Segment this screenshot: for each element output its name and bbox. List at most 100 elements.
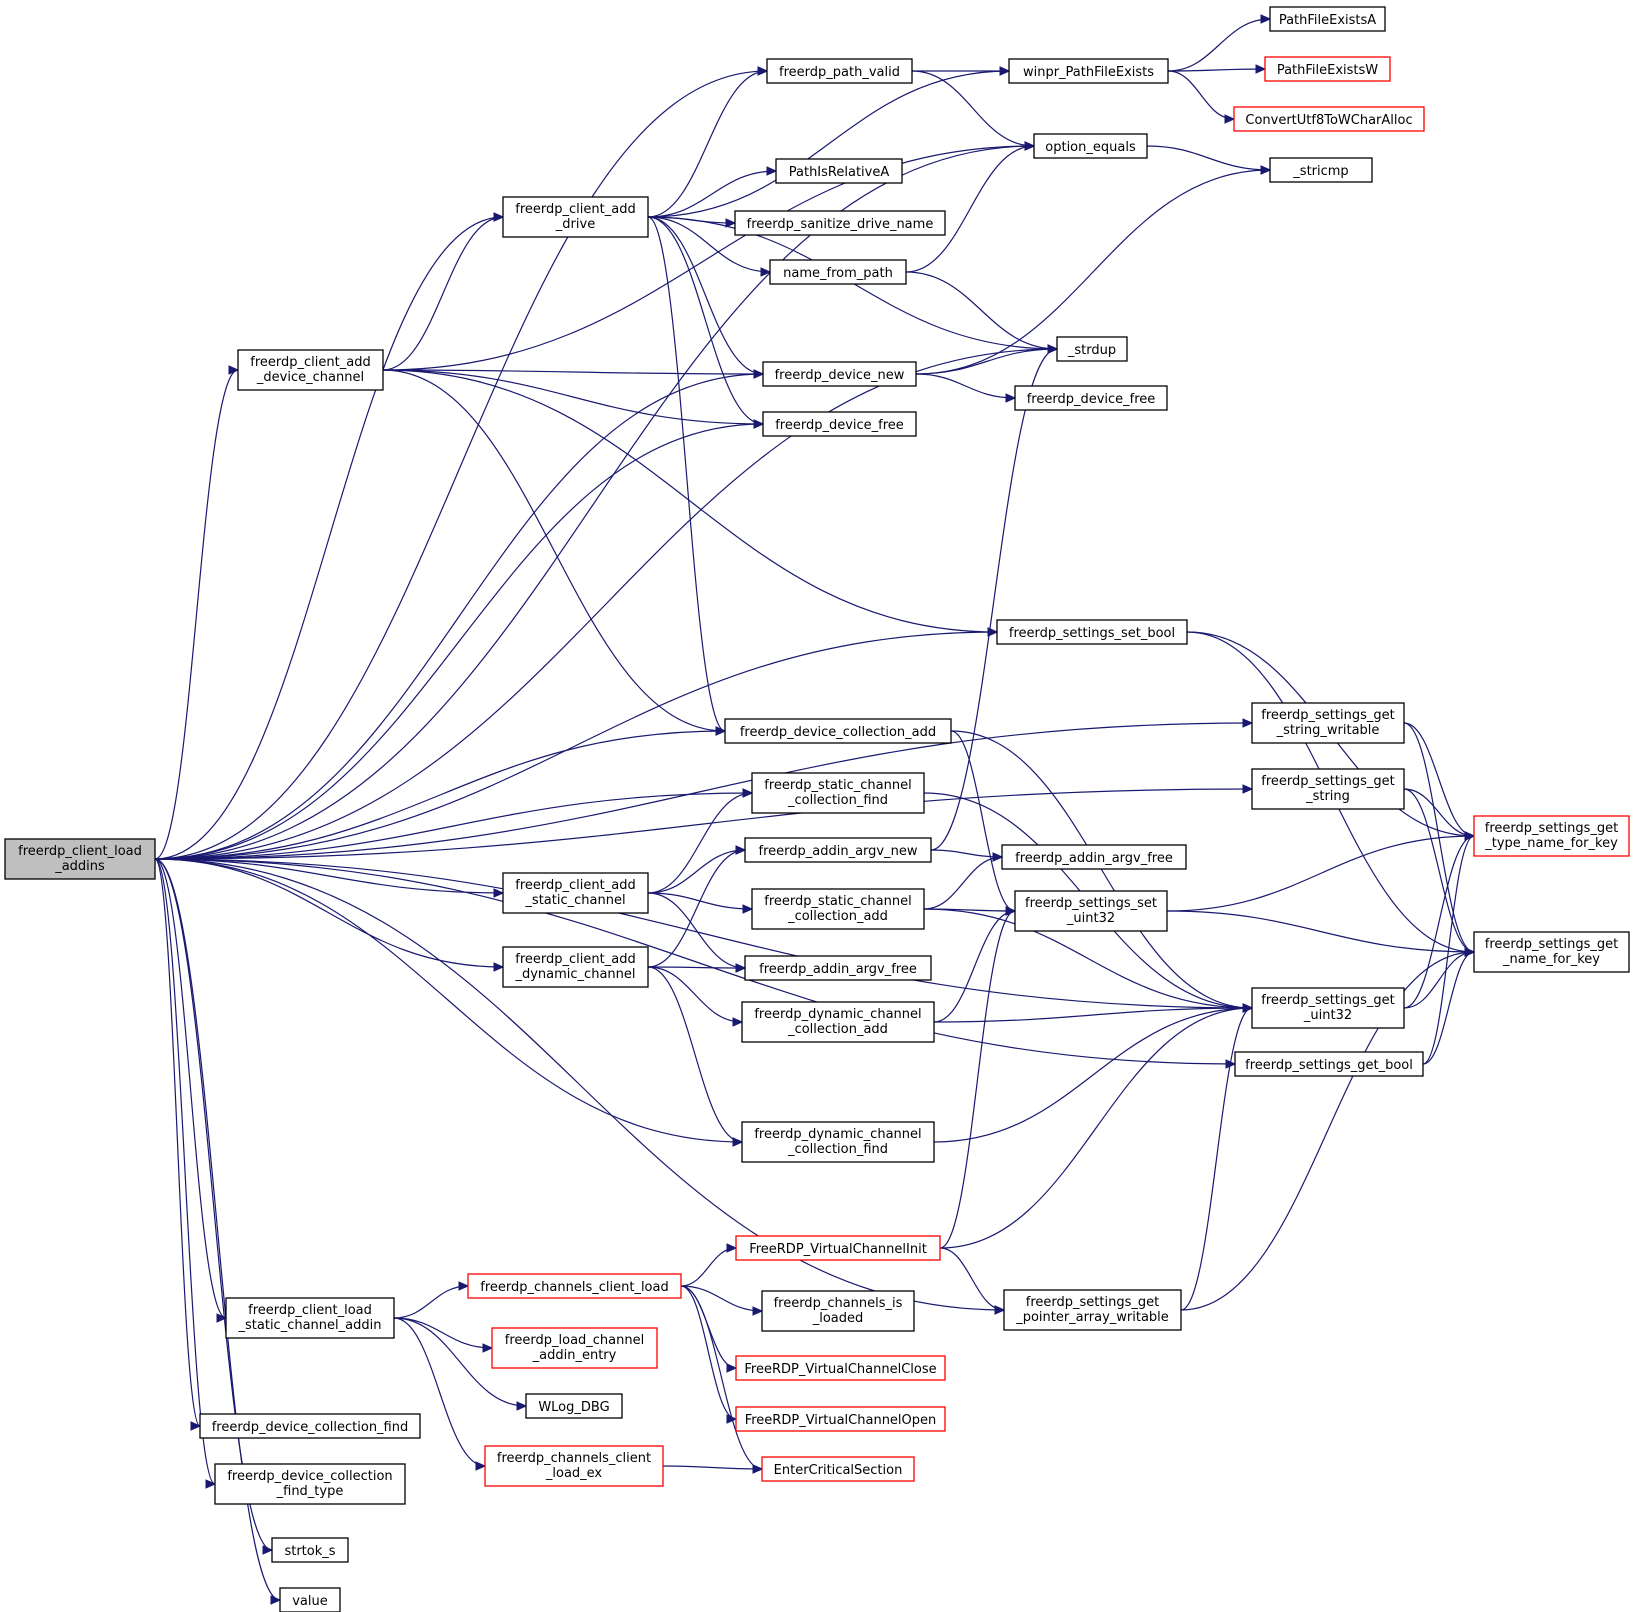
function-node-chan-client-load[interactable]: freerdp_channels_client_load: [467, 1273, 682, 1299]
function-node-argv-free-mid[interactable]: freerdp_addin_argv_free: [744, 955, 932, 981]
function-node-add-dynamic[interactable]: freerdp_client_add_dynamic_channel: [502, 946, 649, 988]
function-node-value[interactable]: value: [279, 1587, 341, 1612]
function-node-set-bool[interactable]: freerdp_settings_set_bool: [996, 619, 1188, 645]
function-node-get-bool[interactable]: freerdp_settings_get_bool: [1234, 1051, 1424, 1077]
call-edge-root-to-value: [154, 858, 281, 1601]
node-label-line: freerdp_settings_get: [1485, 821, 1618, 836]
call-edge-add-device-channel-to-dev-coll-add: [382, 369, 726, 732]
call-edge-load-static-addin-to-chan-load-ex: [393, 1317, 486, 1467]
function-node-load-static-addin[interactable]: freerdp_client_load_static_channel_addin: [225, 1297, 395, 1339]
function-node-add-static[interactable]: freerdp_client_add_static_channel: [502, 872, 649, 914]
edge-arrowhead: [228, 365, 240, 375]
function-node-stricmp[interactable]: _stricmp: [1269, 157, 1373, 183]
node-label-line: freerdp_device_collection_add: [740, 725, 936, 740]
function-node-pathfileexists[interactable]: winpr_PathFileExists: [1008, 58, 1169, 84]
function-node-vc-init[interactable]: FreeRDP_VirtualChannelInit: [735, 1235, 941, 1261]
function-node-add-drive[interactable]: freerdp_client_add_drive: [502, 196, 649, 238]
function-node-device-free-mid[interactable]: freerdp_device_free: [762, 411, 917, 437]
function-node-name-for-key[interactable]: freerdp_settings_get_name_for_key: [1473, 931, 1630, 973]
function-node-pfe-w[interactable]: PathFileExistsW: [1264, 56, 1391, 82]
function-node-get-uint32[interactable]: freerdp_settings_get_uint32: [1251, 987, 1405, 1029]
node-box: [735, 1235, 941, 1261]
call-edge-chan-client-load-to-enter-cs: [680, 1285, 763, 1470]
node-label-line: freerdp_sanitize_drive_name: [747, 217, 934, 232]
call-edge-pathfileexists-to-pfe-w: [1167, 68, 1266, 72]
function-node-strdup[interactable]: _strdup: [1056, 336, 1128, 362]
call-edge-add-dynamic-to-dyn-add: [647, 966, 743, 1023]
call-edge-root-to-add-drive: [154, 216, 504, 860]
function-node-wlog[interactable]: WLog_DBG: [525, 1393, 623, 1419]
function-node-ptr-array[interactable]: freerdp_settings_get_pointer_array_writa…: [1003, 1289, 1182, 1331]
function-node-strtok-s[interactable]: strtok_s: [271, 1537, 349, 1563]
function-node-chan-load-ex[interactable]: freerdp_channels_client_load_ex: [484, 1445, 664, 1487]
node-box: [744, 955, 932, 981]
function-node-set-uint32[interactable]: freerdp_settings_set_uint32: [1014, 890, 1168, 932]
call-edge-vc-init-to-ptr-array: [939, 1247, 1005, 1311]
function-node-is-loaded[interactable]: freerdp_channels_is_loaded: [761, 1290, 915, 1332]
function-node-static-find[interactable]: freerdp_static_channel_collection_find: [751, 772, 925, 814]
function-node-pfe-a[interactable]: PathFileExistsA: [1269, 6, 1386, 32]
edge-arrowhead: [766, 166, 778, 176]
function-node-load-entry[interactable]: freerdp_load_channel_addin_entry: [491, 1327, 658, 1369]
edge-arrowhead: [742, 788, 754, 798]
node-box: [225, 1297, 395, 1339]
node-label-line: freerdp_device_collection: [227, 1469, 392, 1484]
call-edge-get-str-w-to-type-name: [1403, 722, 1475, 837]
node-label-line: freerdp_channels_client: [497, 1451, 651, 1466]
edge-arrowhead: [992, 852, 1004, 862]
function-node-name-from-path[interactable]: name_from_path: [769, 259, 907, 285]
function-node-utf8[interactable]: ConvertUtf8ToWCharAlloc: [1233, 106, 1425, 132]
function-node-static-add[interactable]: freerdp_static_channel_collection_add: [751, 888, 925, 930]
function-node-device-new[interactable]: freerdp_device_new: [762, 361, 917, 387]
node-label-line: _collection_add: [787, 909, 888, 924]
function-node-argv-free-right[interactable]: freerdp_addin_argv_free: [1001, 844, 1187, 870]
function-node-path-valid[interactable]: freerdp_path_valid: [766, 58, 913, 84]
call-edge-root-to-add-dynamic: [154, 858, 504, 968]
function-node-get-str-w[interactable]: freerdp_settings_get_string_writable: [1251, 702, 1405, 744]
node-box: [761, 1456, 915, 1482]
function-node-dev-coll-find-type[interactable]: freerdp_device_collection_find_type: [214, 1463, 406, 1505]
edge-arrowhead: [482, 1343, 494, 1353]
node-label-line: WLog_DBG: [538, 1400, 609, 1415]
node-label-line: freerdp_path_valid: [779, 65, 900, 80]
edge-arrowhead: [216, 1313, 228, 1323]
function-node-dev-coll-add[interactable]: freerdp_device_collection_add: [724, 718, 952, 744]
node-box: [735, 1355, 946, 1381]
function-node-add-device-channel[interactable]: freerdp_client_add_device_channel: [237, 349, 384, 391]
edge-arrowhead: [1464, 947, 1476, 957]
function-node-is-relative[interactable]: PathIsRelativeA: [775, 158, 903, 184]
function-node-enter-cs[interactable]: EnterCriticalSection: [761, 1456, 915, 1482]
edge-arrowhead: [190, 1421, 202, 1431]
call-edge-load-static-addin-to-chan-client-load: [393, 1285, 469, 1319]
call-edge-root-to-device-new: [154, 373, 764, 860]
function-node-dyn-find[interactable]: freerdp_dynamic_channel_collection_find: [741, 1121, 935, 1163]
node-label-line: _type_name_for_key: [1484, 836, 1618, 851]
function-node-vc-close[interactable]: FreeRDP_VirtualChannelClose: [735, 1355, 946, 1381]
edge-arrowhead: [752, 1464, 764, 1474]
node-label-line: _drive: [555, 217, 595, 232]
call-edge-add-drive-to-device-new: [647, 216, 764, 375]
node-box: [502, 196, 649, 238]
function-node-option-equals[interactable]: option_equals: [1033, 133, 1148, 159]
function-node-root: freerdp_client_load_addins: [4, 838, 156, 880]
function-node-dyn-add[interactable]: freerdp_dynamic_channel_collection_add: [741, 1001, 935, 1043]
function-node-vc-open[interactable]: FreeRDP_VirtualChannelOpen: [735, 1406, 946, 1432]
call-edge-add-dynamic-to-dyn-find: [647, 966, 743, 1143]
function-node-argv-new[interactable]: freerdp_addin_argv_new: [744, 837, 932, 863]
edge-arrowhead: [732, 1137, 744, 1147]
function-node-get-string[interactable]: freerdp_settings_get_string: [1251, 768, 1405, 810]
edge-arrowhead: [1255, 64, 1267, 74]
node-box: [1033, 133, 1148, 159]
node-label-line: freerdp_settings_set: [1025, 896, 1157, 911]
node-label-line: freerdp_client_add: [250, 355, 370, 370]
call-edge-add-static-to-argv-free-mid: [647, 892, 746, 969]
node-label-line: _string_writable: [1276, 723, 1380, 738]
function-node-type-name[interactable]: freerdp_settings_get_type_name_for_key: [1473, 815, 1630, 857]
node-box: [491, 1327, 658, 1369]
function-node-device-free-right[interactable]: freerdp_device_free: [1014, 385, 1168, 411]
function-node-dev-coll-find[interactable]: freerdp_device_collection_find: [199, 1413, 421, 1439]
function-node-sanitize[interactable]: freerdp_sanitize_drive_name: [734, 210, 946, 236]
call-edge-argv-new-to-argv-free-right: [930, 849, 1003, 858]
call-edge-chan-client-load-to-is-loaded: [680, 1285, 763, 1312]
call-edge-root-to-get-bool: [154, 858, 1236, 1065]
